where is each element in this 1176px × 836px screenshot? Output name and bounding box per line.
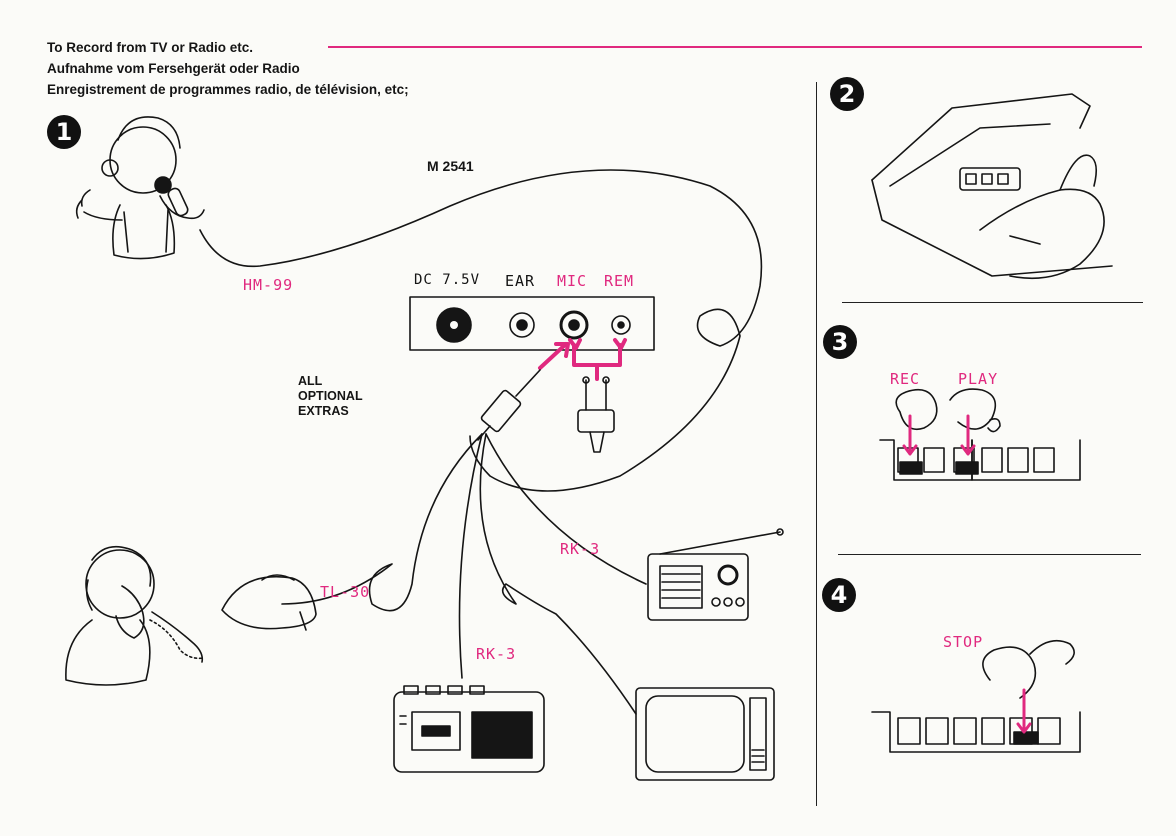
phone-boy-icon [66, 547, 204, 685]
jack-label-dc: DC 7.5V [414, 272, 480, 288]
jack-label-mic: MIC [557, 272, 587, 290]
step4-keys [872, 641, 1080, 752]
accessory-label-microphone: HM-99 [243, 276, 293, 294]
jack-label-rem: REM [604, 272, 634, 290]
singing-boy-icon [77, 117, 204, 259]
play-key-label: PLAY [958, 370, 998, 388]
television-icon [636, 688, 774, 780]
accessory-label-cassette: RK-3 [476, 645, 516, 663]
cassette-recorder-icon [394, 686, 544, 772]
mini-plug-icon [478, 370, 540, 440]
model-label: M 2541 [427, 158, 474, 174]
mic-rem-bracket [540, 340, 625, 379]
stop-key-label: STOP [943, 633, 983, 651]
dual-plug-icon [578, 377, 614, 452]
accessory-label-telephone: TL-30 [320, 583, 370, 601]
open-cassette-lid-icon [872, 94, 1112, 278]
rec-key-label: REC [890, 370, 920, 388]
optional-extras-note: ALL OPTIONAL EXTRAS [298, 374, 363, 419]
stop-arrow [1018, 690, 1030, 732]
jack-label-ear: EAR [505, 272, 535, 290]
accessory-label-radio: RK-3 [560, 540, 600, 558]
portable-radio-icon [648, 529, 783, 620]
